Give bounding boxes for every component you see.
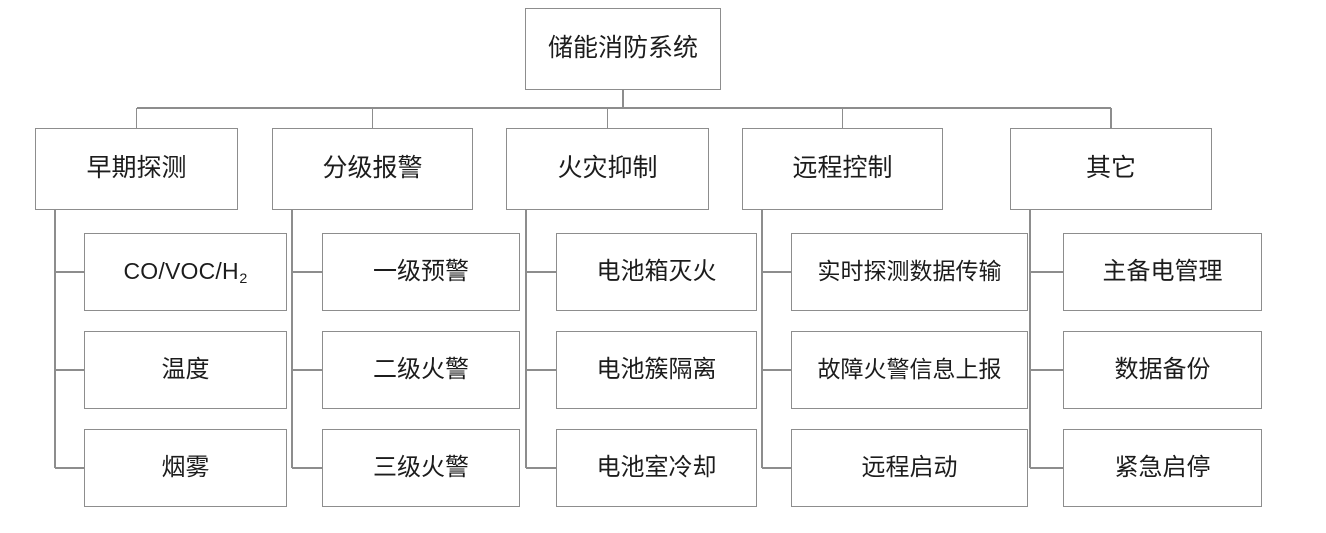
leaf-node-label: 温度	[161, 355, 210, 383]
connector-line-horizontal	[526, 271, 556, 273]
connector-line-vertical	[761, 210, 763, 468]
leaf-node-1-2[interactable]: 温度	[84, 331, 287, 409]
connector-line-vertical	[606, 108, 609, 128]
leaf-node-5-2[interactable]: 数据备份	[1063, 331, 1262, 409]
branch-node-4[interactable]: 远程控制	[742, 128, 943, 210]
connector-line-horizontal	[526, 467, 556, 469]
leaf-node-4-2[interactable]: 故障火警信息上报	[791, 331, 1028, 409]
connector-line-horizontal	[762, 369, 791, 371]
leaf-node-label-text: CO/VOC/H	[123, 258, 239, 285]
branch-node-3[interactable]: 火灾抑制	[506, 128, 709, 210]
leaf-node-label: 实时探测数据传输	[817, 258, 1002, 285]
leaf-node-label-subscript: 2	[239, 271, 248, 288]
connector-line-horizontal	[1030, 467, 1063, 469]
leaf-node-label: 二级火警	[373, 355, 469, 383]
leaf-node-3-3[interactable]: 电池室冷却	[556, 429, 757, 507]
root-node-label: 储能消防系统	[547, 34, 698, 63]
leaf-node-3-1[interactable]: 电池箱灭火	[556, 233, 757, 311]
branch-node-label: 火灾抑制	[557, 154, 658, 183]
leaf-node-label: 紧急启停	[1114, 453, 1211, 481]
connector-line-vertical	[1110, 108, 1112, 128]
branch-node-label: 早期探测	[86, 154, 187, 183]
connector-line-horizontal	[1030, 271, 1063, 273]
leaf-node-label: 三级火警	[373, 453, 469, 481]
connector-line-horizontal	[55, 467, 84, 469]
connector-line-horizontal	[55, 369, 84, 371]
leaf-node-label: 一级预警	[373, 257, 469, 285]
connector-line-vertical	[135, 108, 138, 128]
leaf-node-5-1[interactable]: 主备电管理	[1063, 233, 1262, 311]
branch-node-label: 分级报警	[322, 154, 423, 183]
branch-node-5[interactable]: 其它	[1010, 128, 1212, 210]
leaf-node-label: 烟雾	[161, 453, 210, 481]
leaf-node-2-1[interactable]: 一级预警	[322, 233, 520, 311]
connector-line-vertical	[1029, 210, 1031, 468]
connector-line-horizontal	[292, 271, 322, 273]
connector-line-horizontal	[526, 369, 556, 371]
branch-node-label: 远程控制	[792, 154, 893, 183]
branch-node-1[interactable]: 早期探测	[35, 128, 238, 210]
connector-line-horizontal	[1030, 369, 1063, 371]
root-node[interactable]: 储能消防系统	[525, 8, 721, 90]
leaf-node-label: 主备电管理	[1102, 257, 1223, 285]
leaf-node-4-1[interactable]: 实时探测数据传输	[791, 233, 1028, 311]
leaf-node-label: 电池箱灭火	[596, 257, 717, 285]
connector-line-vertical	[841, 108, 844, 128]
leaf-node-3-2[interactable]: 电池簇隔离	[556, 331, 757, 409]
connector-line-horizontal	[292, 467, 322, 469]
leaf-node-label: 电池室冷却	[596, 453, 717, 481]
leaf-node-2-3[interactable]: 三级火警	[322, 429, 520, 507]
connector-line-vertical	[291, 210, 293, 468]
leaf-node-label: CO/VOC/H2	[123, 258, 248, 288]
connector-line-vertical	[622, 90, 624, 108]
leaf-node-5-3[interactable]: 紧急启停	[1063, 429, 1262, 507]
leaf-node-label: 电池簇隔离	[596, 355, 717, 383]
leaf-node-2-2[interactable]: 二级火警	[322, 331, 520, 409]
connector-line-vertical	[54, 210, 56, 468]
leaf-node-label: 故障火警信息上报	[817, 356, 1002, 383]
branch-node-2[interactable]: 分级报警	[272, 128, 473, 210]
leaf-node-1-1[interactable]: CO/VOC/H2	[84, 233, 287, 311]
leaf-node-label: 远程启动	[861, 453, 958, 481]
branch-node-label: 其它	[1085, 154, 1136, 183]
connector-line-horizontal	[55, 271, 84, 273]
leaf-node-4-3[interactable]: 远程启动	[791, 429, 1028, 507]
connector-line-vertical	[525, 210, 527, 468]
leaf-node-1-3[interactable]: 烟雾	[84, 429, 287, 507]
connector-line-horizontal	[762, 271, 791, 273]
connector-line-vertical	[371, 108, 374, 128]
connector-line-horizontal	[292, 369, 322, 371]
leaf-node-label: 数据备份	[1114, 355, 1211, 383]
connector-line-horizontal	[136, 107, 1111, 109]
connector-line-horizontal	[762, 467, 791, 469]
